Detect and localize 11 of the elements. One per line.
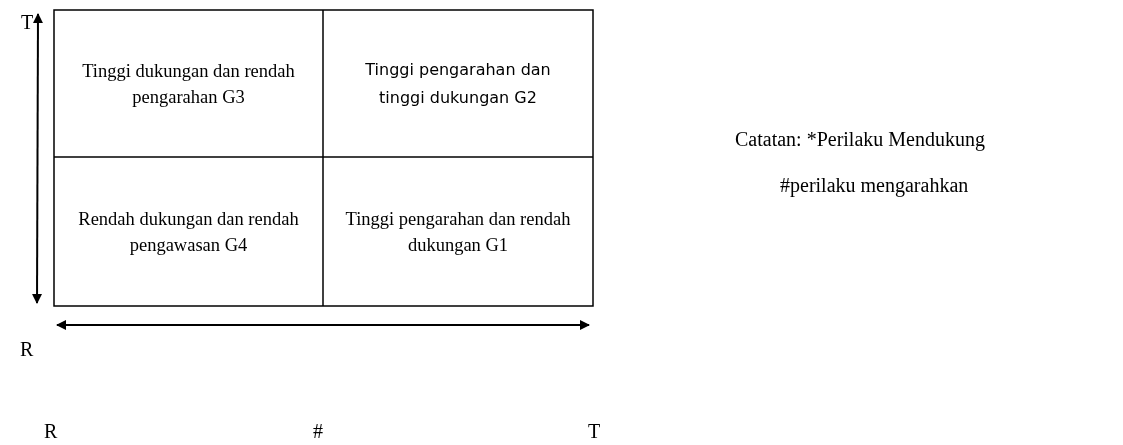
axis-letter: R — [20, 338, 34, 360]
quadrant-text: Tinggi pengarahan dan tinggi dukungan G2 — [364, 58, 552, 109]
note-text: #perilaku mengarahkan — [780, 174, 969, 196]
note-text: Catatan: *Perilaku Mendukung — [735, 128, 985, 150]
axis-letter: T — [21, 11, 34, 33]
axis-letter: T — [588, 420, 601, 442]
axis-letter: R — [44, 420, 58, 442]
quadrant-text: Tinggi pengarahan dan rendah dukungan G1 — [344, 207, 572, 257]
quadrant-text: Rendah dukungan dan rendah pengawasan G4 — [77, 207, 300, 257]
axis-symbol: # — [313, 420, 323, 442]
quadrant-text: Tinggi dukungan dan rendah pengarahan G3 — [81, 59, 296, 109]
